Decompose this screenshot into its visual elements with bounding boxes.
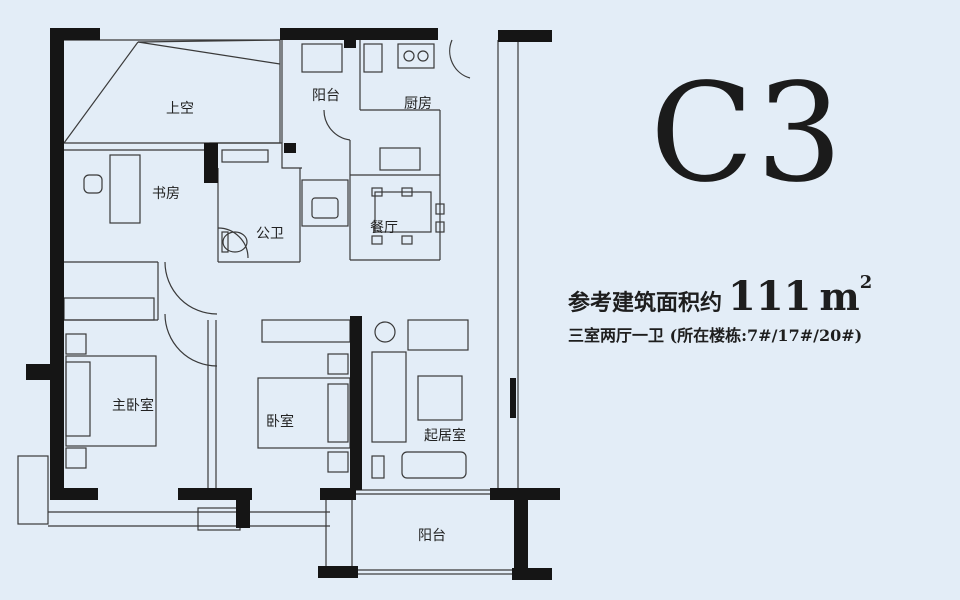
room-balcony-top-label: 阳台	[312, 88, 340, 104]
room-master-bedroom-label: 主卧室	[112, 397, 154, 414]
room-dining-label: 餐厅	[370, 220, 398, 236]
room-study-label: 书房	[152, 186, 180, 202]
area-unit-superscript: 2	[859, 272, 873, 293]
area-value: 111	[728, 273, 812, 320]
area-label: 参考建筑面积约	[568, 290, 723, 316]
walls	[26, 28, 560, 580]
room-bedroom-label: 卧室	[266, 413, 294, 430]
room-bathroom-label: 公卫	[256, 226, 284, 242]
unit-code: C3	[650, 55, 845, 213]
room-kitchen-label: 厨房	[404, 96, 432, 112]
area-unit: m	[819, 274, 860, 319]
room-balcony-bottom-label: 阳台	[418, 528, 446, 544]
layout-description: 三室两厅一卫 (所在楼栋:7#/17#/20#)	[568, 326, 863, 345]
room-void-label: 上空	[166, 101, 194, 117]
room-living-label: 起居室	[424, 427, 466, 444]
